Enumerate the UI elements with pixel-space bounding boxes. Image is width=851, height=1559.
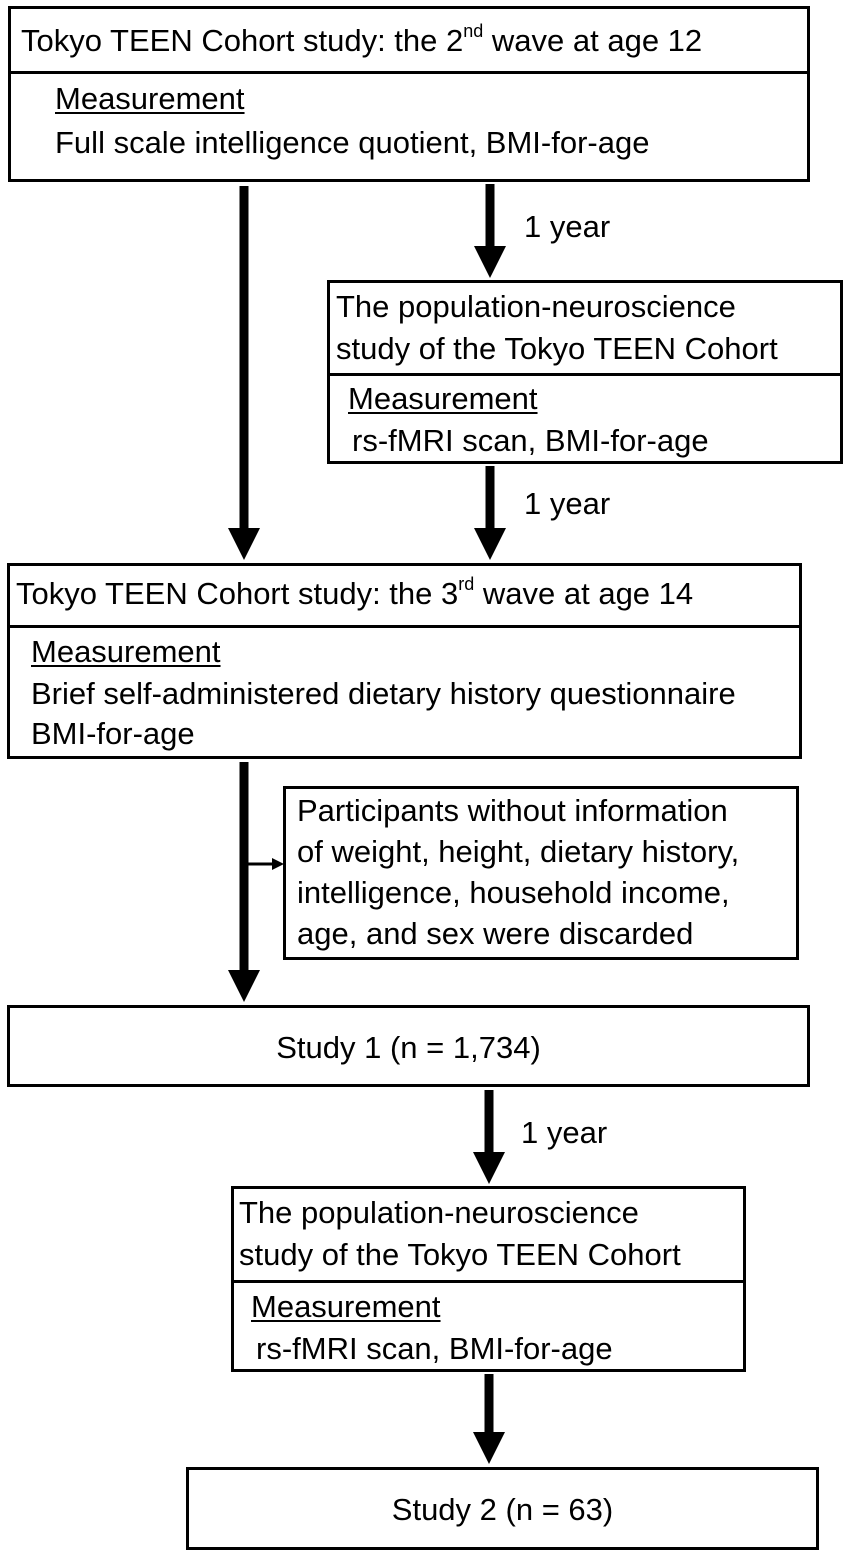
excluded-line4: age, and sex were discarded (297, 916, 694, 951)
interval-label-2: 1 year (524, 486, 611, 521)
study1-label: Study 1 (n = 1,734) (276, 1030, 541, 1065)
arrowhead-study1-to-neuro2 (473, 1152, 505, 1184)
neuro1-title-line2: study of the Tokyo TEEN Cohort (336, 331, 778, 366)
excluded-box: Participants without information of weig… (283, 786, 799, 960)
neuro1-title-line1: The population-neuroscience (336, 289, 736, 324)
neuro2-title-line1: The population-neuroscience (239, 1195, 639, 1230)
wave3-title: Tokyo TEEN Cohort study: the 3rd wave at… (16, 573, 694, 611)
arrowhead-neuro1-to-wave3 (474, 528, 506, 560)
wave3-measurement-line1: Brief self-administered dietary history … (31, 676, 736, 711)
study2-label: Study 2 (n = 63) (391, 1492, 614, 1527)
arrowhead-wave2-to-wave3 (228, 528, 260, 560)
wave2-measurement-heading: Measurement (55, 81, 245, 116)
wave3-measurement-heading: Measurement (31, 634, 221, 669)
wave2-box: Tokyo TEEN Cohort study: the 2nd wave at… (8, 6, 810, 182)
wave3-box: Tokyo TEEN Cohort study: the 3rd wave at… (7, 563, 802, 759)
interval-label-3: 1 year (521, 1115, 608, 1150)
neuro2-measurement-text: rs-fMRI scan, BMI-for-age (256, 1331, 613, 1366)
wave3-divider (10, 625, 799, 628)
neuro2-title-line2: study of the Tokyo TEEN Cohort (239, 1237, 681, 1272)
interval-label-1: 1 year (524, 209, 611, 244)
wave3-measurement-line2: BMI-for-age (31, 716, 195, 751)
neuro1-box: The population-neuroscience study of the… (327, 280, 843, 464)
excluded-line3: intelligence, household income, (297, 875, 730, 910)
neuro1-measurement-text: rs-fMRI scan, BMI-for-age (352, 423, 709, 458)
neuro2-measurement-heading: Measurement (251, 1289, 441, 1324)
arrowhead-wave2-to-neuro1 (474, 246, 506, 278)
excluded-line2: of weight, height, dietary history, (297, 834, 740, 869)
neuro2-box: The population-neuroscience study of the… (231, 1186, 746, 1372)
study2-box: Study 2 (n = 63) (186, 1467, 819, 1550)
arrowhead-exclusion-branch (272, 858, 284, 870)
neuro1-measurement-heading: Measurement (348, 381, 538, 416)
wave2-divider (11, 71, 807, 74)
excluded-line1: Participants without information (297, 793, 728, 828)
neuro1-divider (330, 373, 840, 376)
neuro2-divider (234, 1280, 743, 1283)
wave2-measurement-text: Full scale intelligence quotient, BMI-fo… (55, 125, 650, 160)
study1-box: Study 1 (n = 1,734) (7, 1005, 810, 1087)
arrowhead-wave3-to-study1 (228, 970, 260, 1002)
wave2-title: Tokyo TEEN Cohort study: the 2nd wave at… (21, 20, 703, 58)
arrowhead-neuro2-to-study2 (473, 1432, 505, 1464)
